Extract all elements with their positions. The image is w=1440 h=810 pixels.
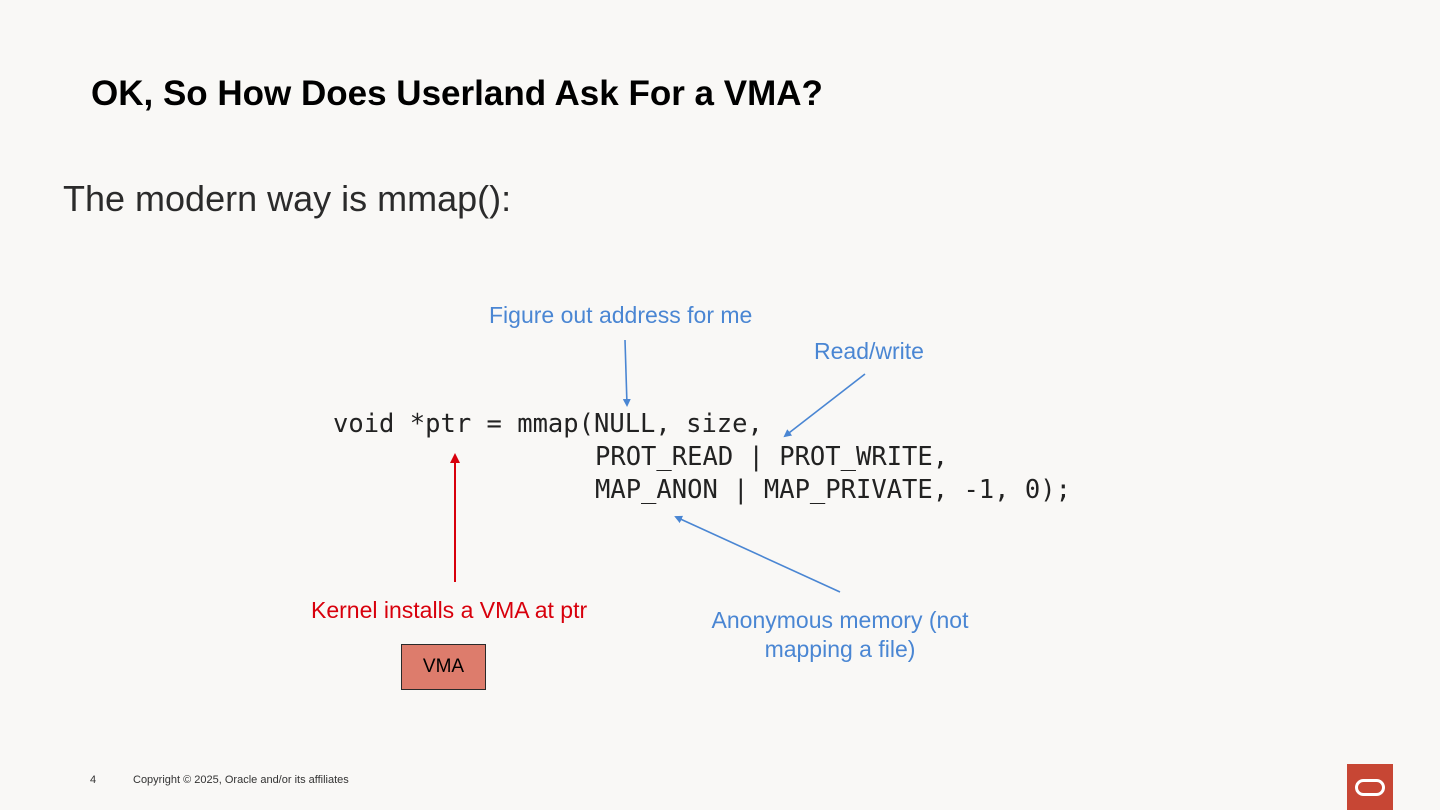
page-number: 4: [90, 774, 97, 786]
annotation-anonymous: Anonymous memory (not mapping a file): [690, 606, 990, 664]
annotation-readwrite: Read/write: [814, 338, 924, 364]
annotation-kernel: Kernel installs a VMA at ptr: [311, 597, 588, 623]
copyright-text: Copyright © 2025, Oracle and/or its affi…: [133, 774, 349, 786]
arrow-readwrite: [783, 373, 866, 438]
code-line-1: void *ptr = mmap(NULL, size,: [333, 409, 763, 439]
slide-title: OK, So How Does Userland Ask For a VMA?: [91, 74, 823, 113]
arrow-address: [622, 339, 631, 407]
annotation-anonymous-line-1: Anonymous memory (not: [711, 607, 969, 633]
intro-text: The modern way is mmap():: [63, 178, 512, 219]
oracle-logo-icon: [1347, 764, 1393, 810]
arrow-anonymous: [674, 515, 841, 593]
vma-box: VMA: [401, 644, 486, 690]
annotation-anonymous-line-2: mapping a file): [764, 636, 916, 662]
vma-box-label: VMA: [422, 656, 465, 677]
code-line-3: MAP_ANON | MAP_PRIVATE, -1, 0);: [595, 475, 1071, 505]
code-line-2: PROT_READ | PROT_WRITE,: [595, 442, 949, 472]
annotation-address: Figure out address for me: [489, 302, 753, 328]
